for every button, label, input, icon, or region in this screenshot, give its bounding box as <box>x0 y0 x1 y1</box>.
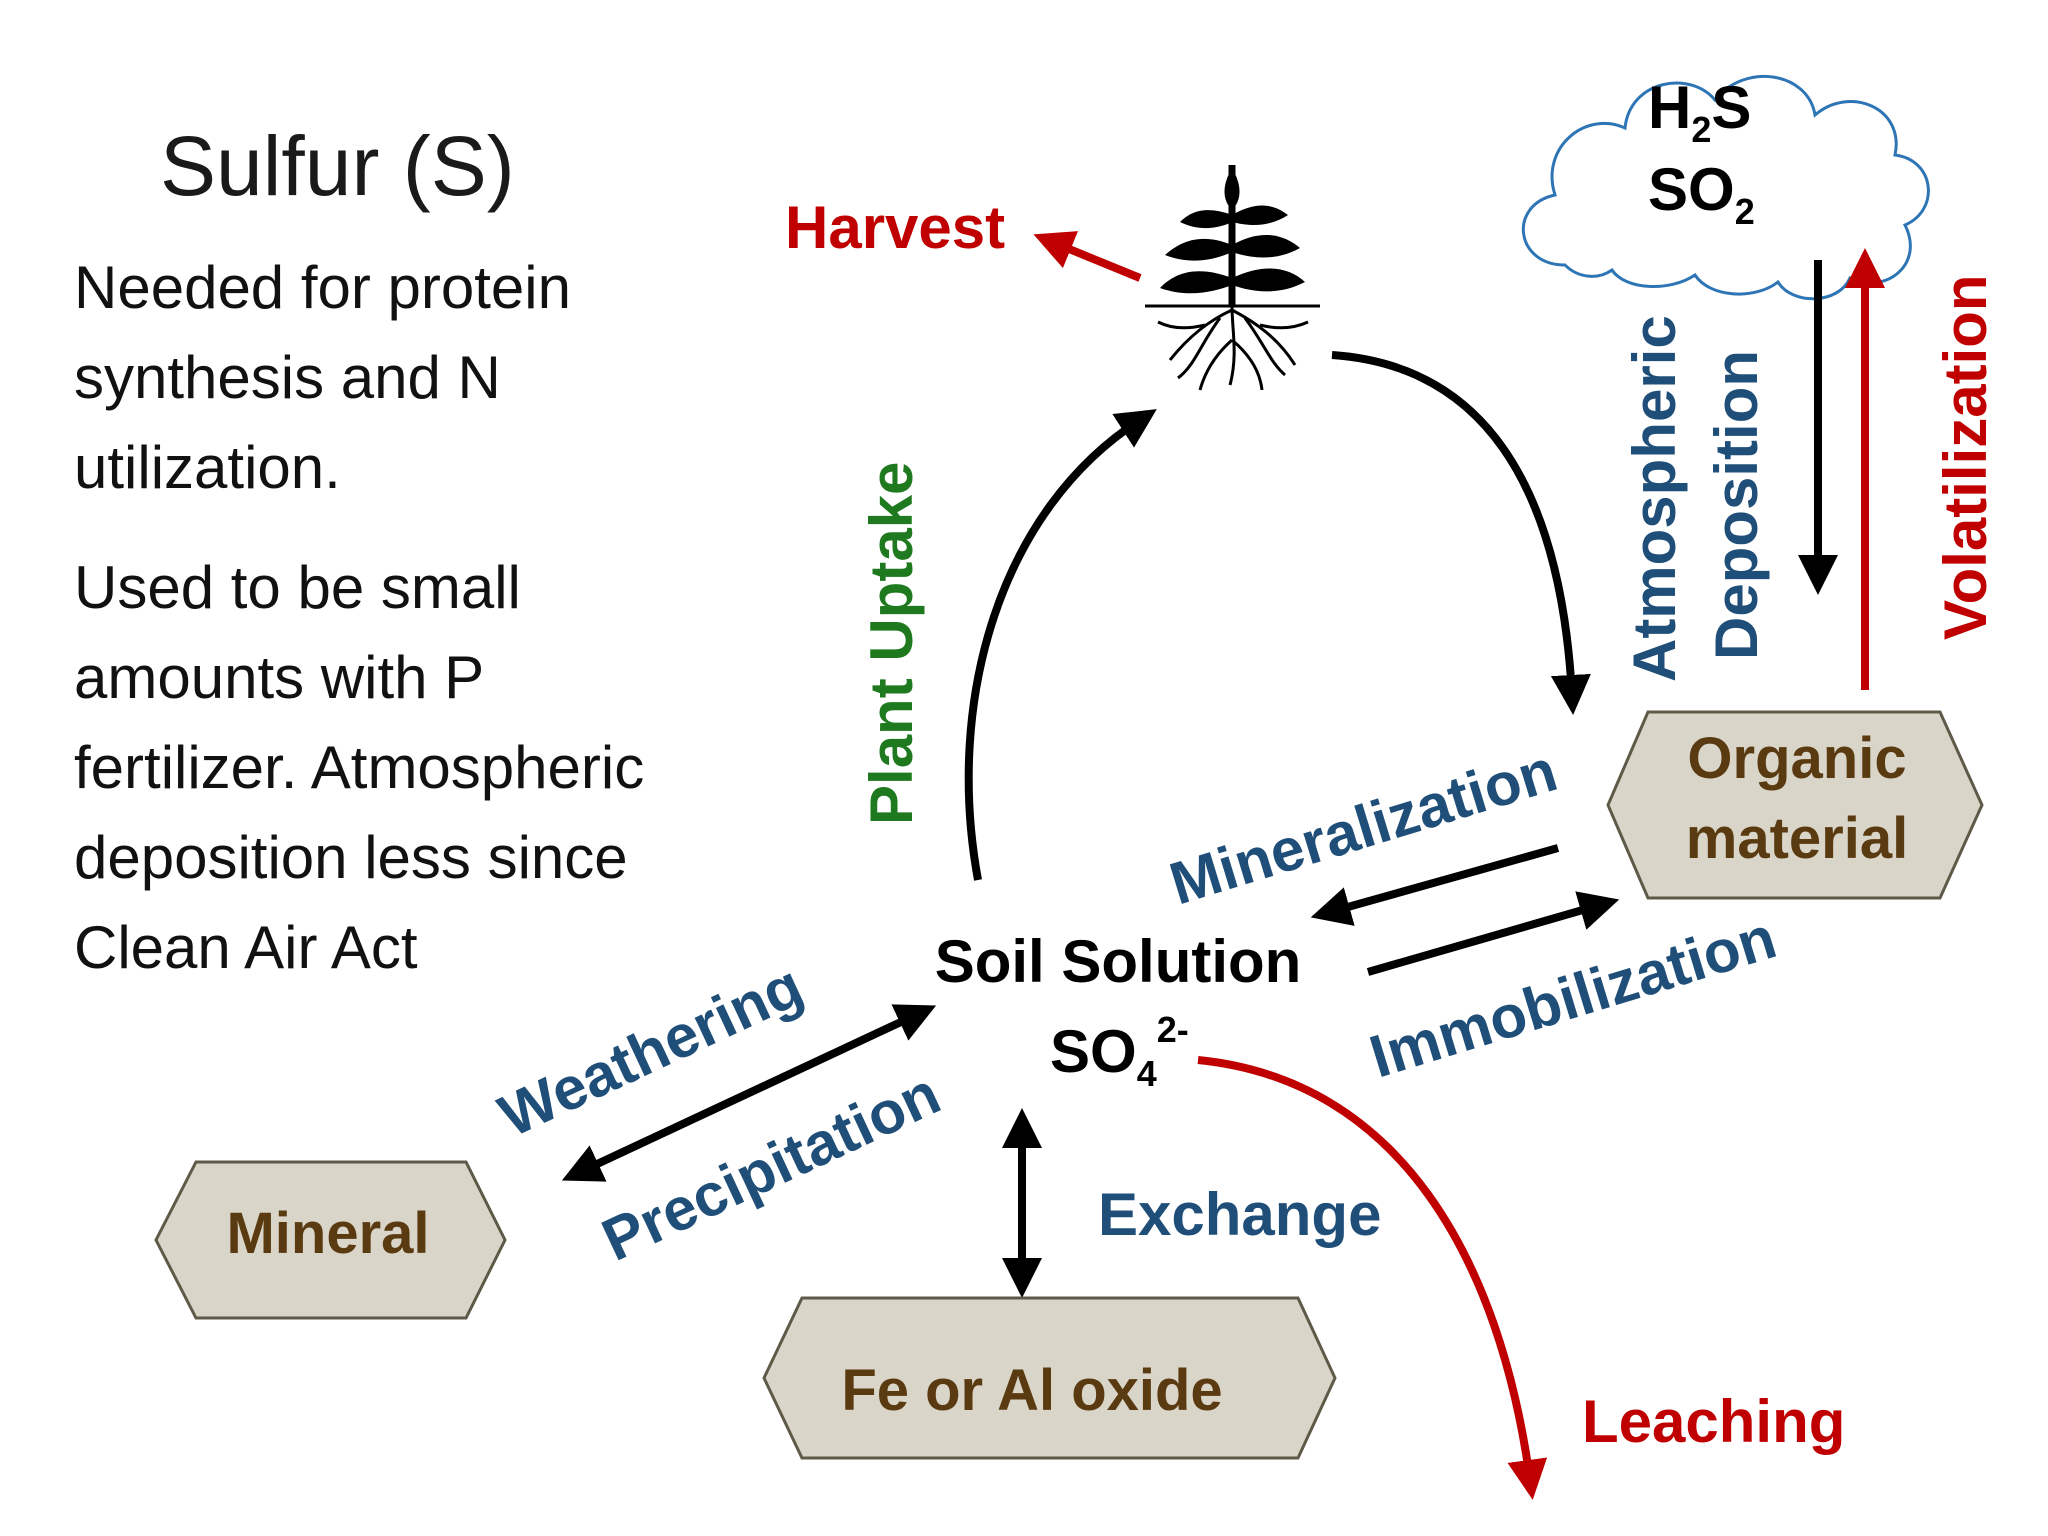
label-volatilization: Volatilization <box>1932 274 1999 640</box>
cloud-icon <box>1521 75 1930 301</box>
label-plant-uptake: Plant Uptake <box>858 462 925 825</box>
arrow-immobilization <box>1366 891 1620 976</box>
description-para-1: Needed for protein synthesis and N utili… <box>74 254 571 501</box>
pool-mineral: Mineral <box>154 1160 507 1320</box>
label-atmospheric: Atmospheric <box>1621 315 1688 682</box>
svg-text:fertilizer. Atmospheric: fertilizer. Atmospheric <box>74 734 644 801</box>
label-exchange: Exchange <box>1098 1181 1381 1248</box>
svg-text:Organic: Organic <box>1687 726 1906 791</box>
arrow-leaching <box>1197 1056 1548 1500</box>
svg-text:amounts with P: amounts with P <box>74 644 484 711</box>
arrow-harvest <box>1033 231 1142 282</box>
svg-text:Soil Solution: Soil Solution <box>935 928 1302 995</box>
label-mineralization: Mineralization <box>1162 736 1564 917</box>
svg-text:Clean Air Act: Clean Air Act <box>74 914 418 981</box>
svg-text:deposition less since: deposition less since <box>74 824 628 891</box>
plant-icon <box>1145 165 1320 391</box>
arrow-weathering-precipitation <box>561 1004 937 1182</box>
svg-text:Used to be small: Used to be small <box>74 554 521 621</box>
arrow-residue <box>1331 351 1591 715</box>
atmosphere-cloud: H2S SO2 <box>1521 74 1930 301</box>
arrow-mineralization <box>1310 844 1560 926</box>
svg-text:Needed for protein: Needed for protein <box>74 254 571 321</box>
label-immobilization: Immobilization <box>1362 904 1783 1091</box>
label-deposition: Deposition <box>1703 350 1770 660</box>
svg-text:SO42-: SO42- <box>1050 1009 1189 1094</box>
svg-text:Fe or Al oxide: Fe or Al oxide <box>841 1358 1222 1423</box>
page-title: Sulfur (S) <box>160 119 515 213</box>
label-precipitation: Precipitation <box>592 1059 950 1273</box>
svg-text:material: material <box>1686 806 1908 871</box>
gas-so2: SO2 <box>1648 156 1755 232</box>
arrow-plant-uptake <box>964 409 1157 881</box>
arrows <box>561 231 1885 1500</box>
gas-h2s: H2S <box>1648 74 1751 150</box>
pool-organic-material: Organic material <box>1606 710 1984 900</box>
label-leaching: Leaching <box>1582 1388 1845 1455</box>
pool-oxide: Fe or Al oxide <box>762 1296 1337 1460</box>
svg-text:utilization.: utilization. <box>74 434 341 501</box>
soil-solution: Soil Solution SO42- <box>935 928 1302 1094</box>
svg-text:synthesis and N: synthesis and N <box>74 344 501 411</box>
label-harvest: Harvest <box>785 194 1005 261</box>
label-weathering: Weathering <box>489 951 812 1149</box>
description-para-2: Used to be small amounts with P fertiliz… <box>74 554 644 981</box>
svg-text:Mineral: Mineral <box>226 1201 429 1266</box>
